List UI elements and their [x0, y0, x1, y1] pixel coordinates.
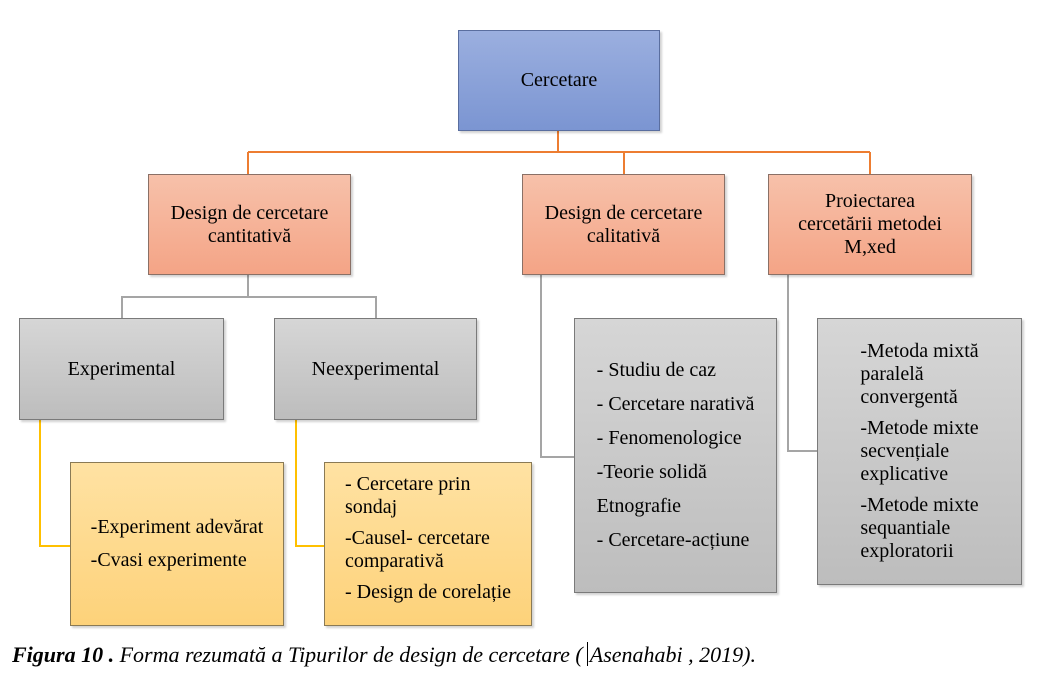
node-root-label: Cercetare: [520, 69, 598, 91]
list-mixed-methods: -Metoda mixtă paralelă convergentă -Meto…: [817, 318, 1022, 585]
list-item-convergent-line-2: paralelă: [860, 363, 924, 385]
list-item-case-study: - Studiu de caz: [596, 359, 717, 381]
node-experimental: Experimental: [19, 318, 224, 420]
list-item-correlation: - Design de corelație: [344, 581, 512, 603]
connector-quant-bus: [121, 275, 249, 318]
node-quantitative-line-2: cantitativă: [207, 224, 292, 247]
node-experimental-label: Experimental: [67, 357, 176, 380]
list-item-convergent-line-3: convergentă: [860, 386, 958, 408]
list-item-survey-line-1: - Cercetare prin: [344, 473, 471, 495]
figure-caption-label: Figura 10 .: [12, 642, 115, 667]
figure-caption: Figura 10 . Forma rezumată a Tipurilor d…: [12, 642, 756, 668]
node-nonexperimental-label: Neexperimental: [311, 357, 440, 380]
list-item-explanatory-line-1: -Metode mixte: [860, 417, 979, 439]
node-mixed-line-1: Proiectarea: [825, 190, 915, 212]
connector-nonexp-list: [295, 420, 324, 547]
list-item-exploratory-line-1: -Metode mixte: [860, 494, 979, 516]
list-item-explanatory-line-2: secvențiale: [860, 440, 950, 462]
list-item-action-research: - Cercetare-acțiune: [596, 529, 750, 551]
node-nonexperimental: Neexperimental: [274, 318, 477, 420]
node-mixed-line-2: cercetării metodei: [798, 213, 942, 235]
list-item-quasi-experiment: -Cvasi experimente: [90, 549, 247, 571]
node-qualitative-line-2: calitativă: [586, 224, 661, 247]
list-item-explanatory-line-3: explicative: [860, 463, 949, 485]
list-item-exploratory-line-2: sequantiale: [860, 517, 951, 539]
figure-caption-text: Forma rezumată a Tipurilor de design de …: [114, 642, 583, 667]
connector-quant-to-nonexp: [248, 296, 377, 318]
node-mixed-line-3: M,xed: [844, 236, 896, 258]
list-item-exploratory-line-3: exploratorii: [860, 540, 954, 562]
list-qualitative: - Studiu de caz - Cercetare narativă - F…: [574, 318, 777, 593]
node-quantitative-line-1: Design de cercetare: [170, 201, 329, 224]
list-experimental: -Experiment adevărat -Cvasi experimente: [70, 462, 284, 626]
list-item-true-experiment: -Experiment adevărat: [90, 516, 264, 538]
figure-caption-citation: Asenahabi , 2019).: [589, 642, 756, 667]
list-item-phenomenology: - Fenomenologice: [596, 427, 742, 449]
node-root: Cercetare: [458, 30, 660, 131]
list-item-convergent-line-1: -Metoda mixtă: [860, 340, 979, 362]
list-nonexperimental: - Cercetare prin sondaj -Causel- cerceta…: [324, 462, 532, 626]
list-item-narrative: - Cercetare narativă: [596, 393, 755, 415]
list-item-causal-line-1: -Causel- cercetare: [344, 527, 490, 549]
node-qualitative-design: Design de cercetare calitativă: [522, 174, 725, 275]
connector-experimental-list: [39, 420, 70, 547]
node-qualitative-line-1: Design de cercetare: [544, 201, 703, 224]
list-item-survey-line-2: sondaj: [344, 496, 398, 518]
connector-mixed-list: [787, 275, 817, 452]
list-item-ethnography: Etnografie: [596, 495, 682, 517]
connector-qualitative-list: [540, 275, 574, 458]
list-item-causal-line-2: comparativă: [344, 550, 444, 572]
node-mixed-design: Proiectarea cercetării metodei M,xed: [768, 174, 972, 275]
list-item-grounded-theory: -Teorie solidă: [596, 461, 707, 483]
node-quantitative-design: Design de cercetare cantitativă: [148, 174, 351, 275]
text-cursor: [586, 642, 588, 666]
